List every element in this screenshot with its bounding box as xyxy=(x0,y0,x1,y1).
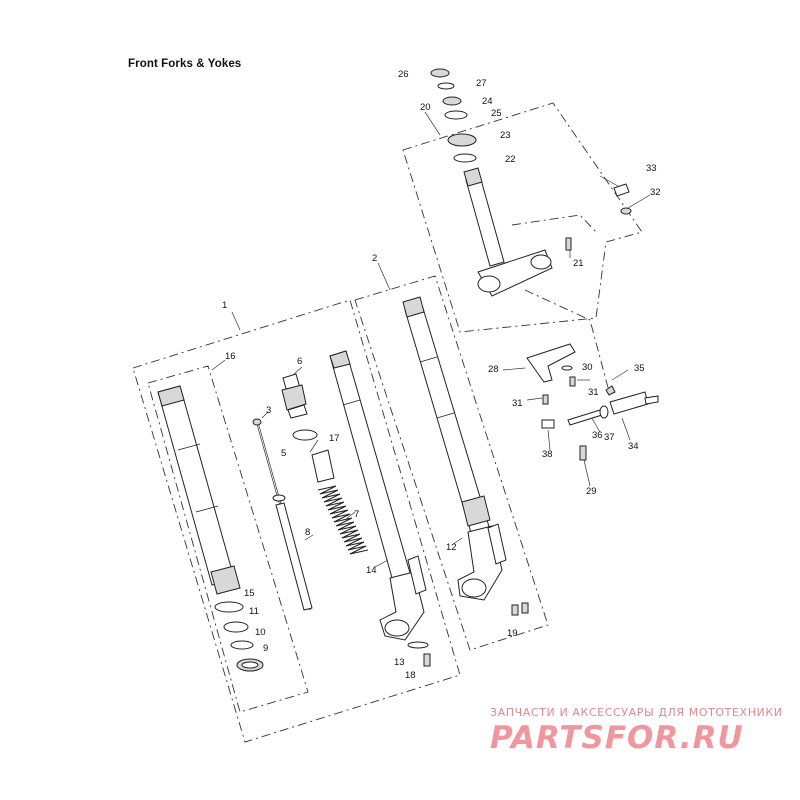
callout-11: 11 xyxy=(249,606,259,617)
callout-25: 25 xyxy=(491,108,502,119)
bracket-28 xyxy=(526,343,576,383)
washer-30 xyxy=(561,365,573,371)
bearing-22 xyxy=(453,153,477,163)
outer-tube-16 xyxy=(157,385,241,595)
callout-9: 9 xyxy=(263,643,268,654)
callout-3: 3 xyxy=(266,405,271,416)
shaft-36 xyxy=(567,409,603,426)
callout-29: 29 xyxy=(586,486,597,497)
bolt-21 xyxy=(565,237,572,251)
bearing-23 xyxy=(447,133,477,147)
callout-2: 2 xyxy=(372,253,377,264)
page-title: Front Forks & Yokes xyxy=(128,58,242,70)
assembly-boundary-16 xyxy=(147,365,309,713)
fork-leg-12 xyxy=(402,296,507,601)
ring-37 xyxy=(599,405,609,419)
spring-7 xyxy=(317,485,369,555)
bolt-18 xyxy=(423,653,431,667)
callout-26: 26 xyxy=(398,69,409,80)
callout-16: 16 xyxy=(225,351,236,362)
callout-27: 27 xyxy=(476,78,487,89)
spacer-17 xyxy=(311,449,335,483)
callout-34: 34 xyxy=(628,441,639,452)
callout-31-right: 31 xyxy=(588,387,599,398)
nut-24 xyxy=(442,96,462,106)
callout-36: 36 xyxy=(592,430,603,441)
bolt-33 xyxy=(613,183,630,197)
callout-23: 23 xyxy=(500,130,511,141)
bolt-29 xyxy=(579,445,587,461)
fork-leg-14 xyxy=(329,350,427,641)
ring-11 xyxy=(223,621,249,633)
washer-25 xyxy=(444,110,468,120)
callout-32: 32 xyxy=(650,187,661,198)
callout-7: 7 xyxy=(354,509,359,520)
clip-13 xyxy=(407,641,429,649)
bolt-31-right xyxy=(569,376,576,387)
ring-10 xyxy=(230,640,254,650)
callout-labels: 1 2 3 5 6 7 8 9 10 11 12 13 14 15 16 17 … xyxy=(222,69,661,681)
assembly-boundary-20-link xyxy=(524,289,611,396)
seal-9-inner xyxy=(241,661,259,669)
washer-5 xyxy=(292,429,318,441)
lower-yoke-20 xyxy=(463,167,553,297)
assembly-boundary-1 xyxy=(132,299,461,743)
callout-13: 13 xyxy=(394,657,405,668)
callout-28: 28 xyxy=(488,364,499,375)
ring-15 xyxy=(214,601,244,613)
callout-21: 21 xyxy=(573,258,584,269)
damper-34 xyxy=(609,391,659,415)
damper-rod-8 xyxy=(252,418,313,611)
callout-31-left: 31 xyxy=(512,398,523,409)
callout-24: 24 xyxy=(482,96,493,107)
callout-22: 22 xyxy=(505,154,516,165)
top-cap-6 xyxy=(281,373,308,419)
assembly-boundary-2 xyxy=(354,275,549,651)
watermark-logo-text: PARTSFOR.RU xyxy=(490,720,744,754)
callout-10: 10 xyxy=(255,627,266,638)
callout-15: 15 xyxy=(244,588,255,599)
callout-6: 6 xyxy=(297,356,302,367)
assembly-boundary-20 xyxy=(402,102,643,333)
callout-37: 37 xyxy=(604,432,615,443)
bolt-19a xyxy=(511,604,519,616)
callout-8: 8 xyxy=(305,527,310,538)
callout-14: 14 xyxy=(366,565,377,576)
bolt-19b xyxy=(521,602,529,614)
callout-30: 30 xyxy=(582,362,593,373)
callout-18: 18 xyxy=(405,670,416,681)
callout-20: 20 xyxy=(420,102,431,113)
callout-35: 35 xyxy=(634,363,645,374)
callout-12: 12 xyxy=(446,542,457,553)
collar-38 xyxy=(541,419,555,429)
washer-32 xyxy=(620,207,632,215)
callout-33: 33 xyxy=(646,163,657,174)
assembly-boundary-20-inner xyxy=(511,214,597,233)
washer-27 xyxy=(437,82,455,90)
bolt-31-left xyxy=(542,394,549,405)
cap-35 xyxy=(605,385,616,396)
callout-5: 5 xyxy=(281,448,286,459)
callout-38: 38 xyxy=(542,449,553,460)
nut-26 xyxy=(430,68,450,78)
callout-17: 17 xyxy=(329,433,340,444)
callout-1: 1 xyxy=(222,300,227,311)
watermark-tagline: ЗАПЧАСТИ И АКСЕССУАРЫ ДЛЯ МОТОТЕХНИКИ xyxy=(490,706,783,719)
callout-19: 19 xyxy=(507,628,518,639)
watermark-logo: PARTSFOR.RU xyxy=(490,720,744,754)
